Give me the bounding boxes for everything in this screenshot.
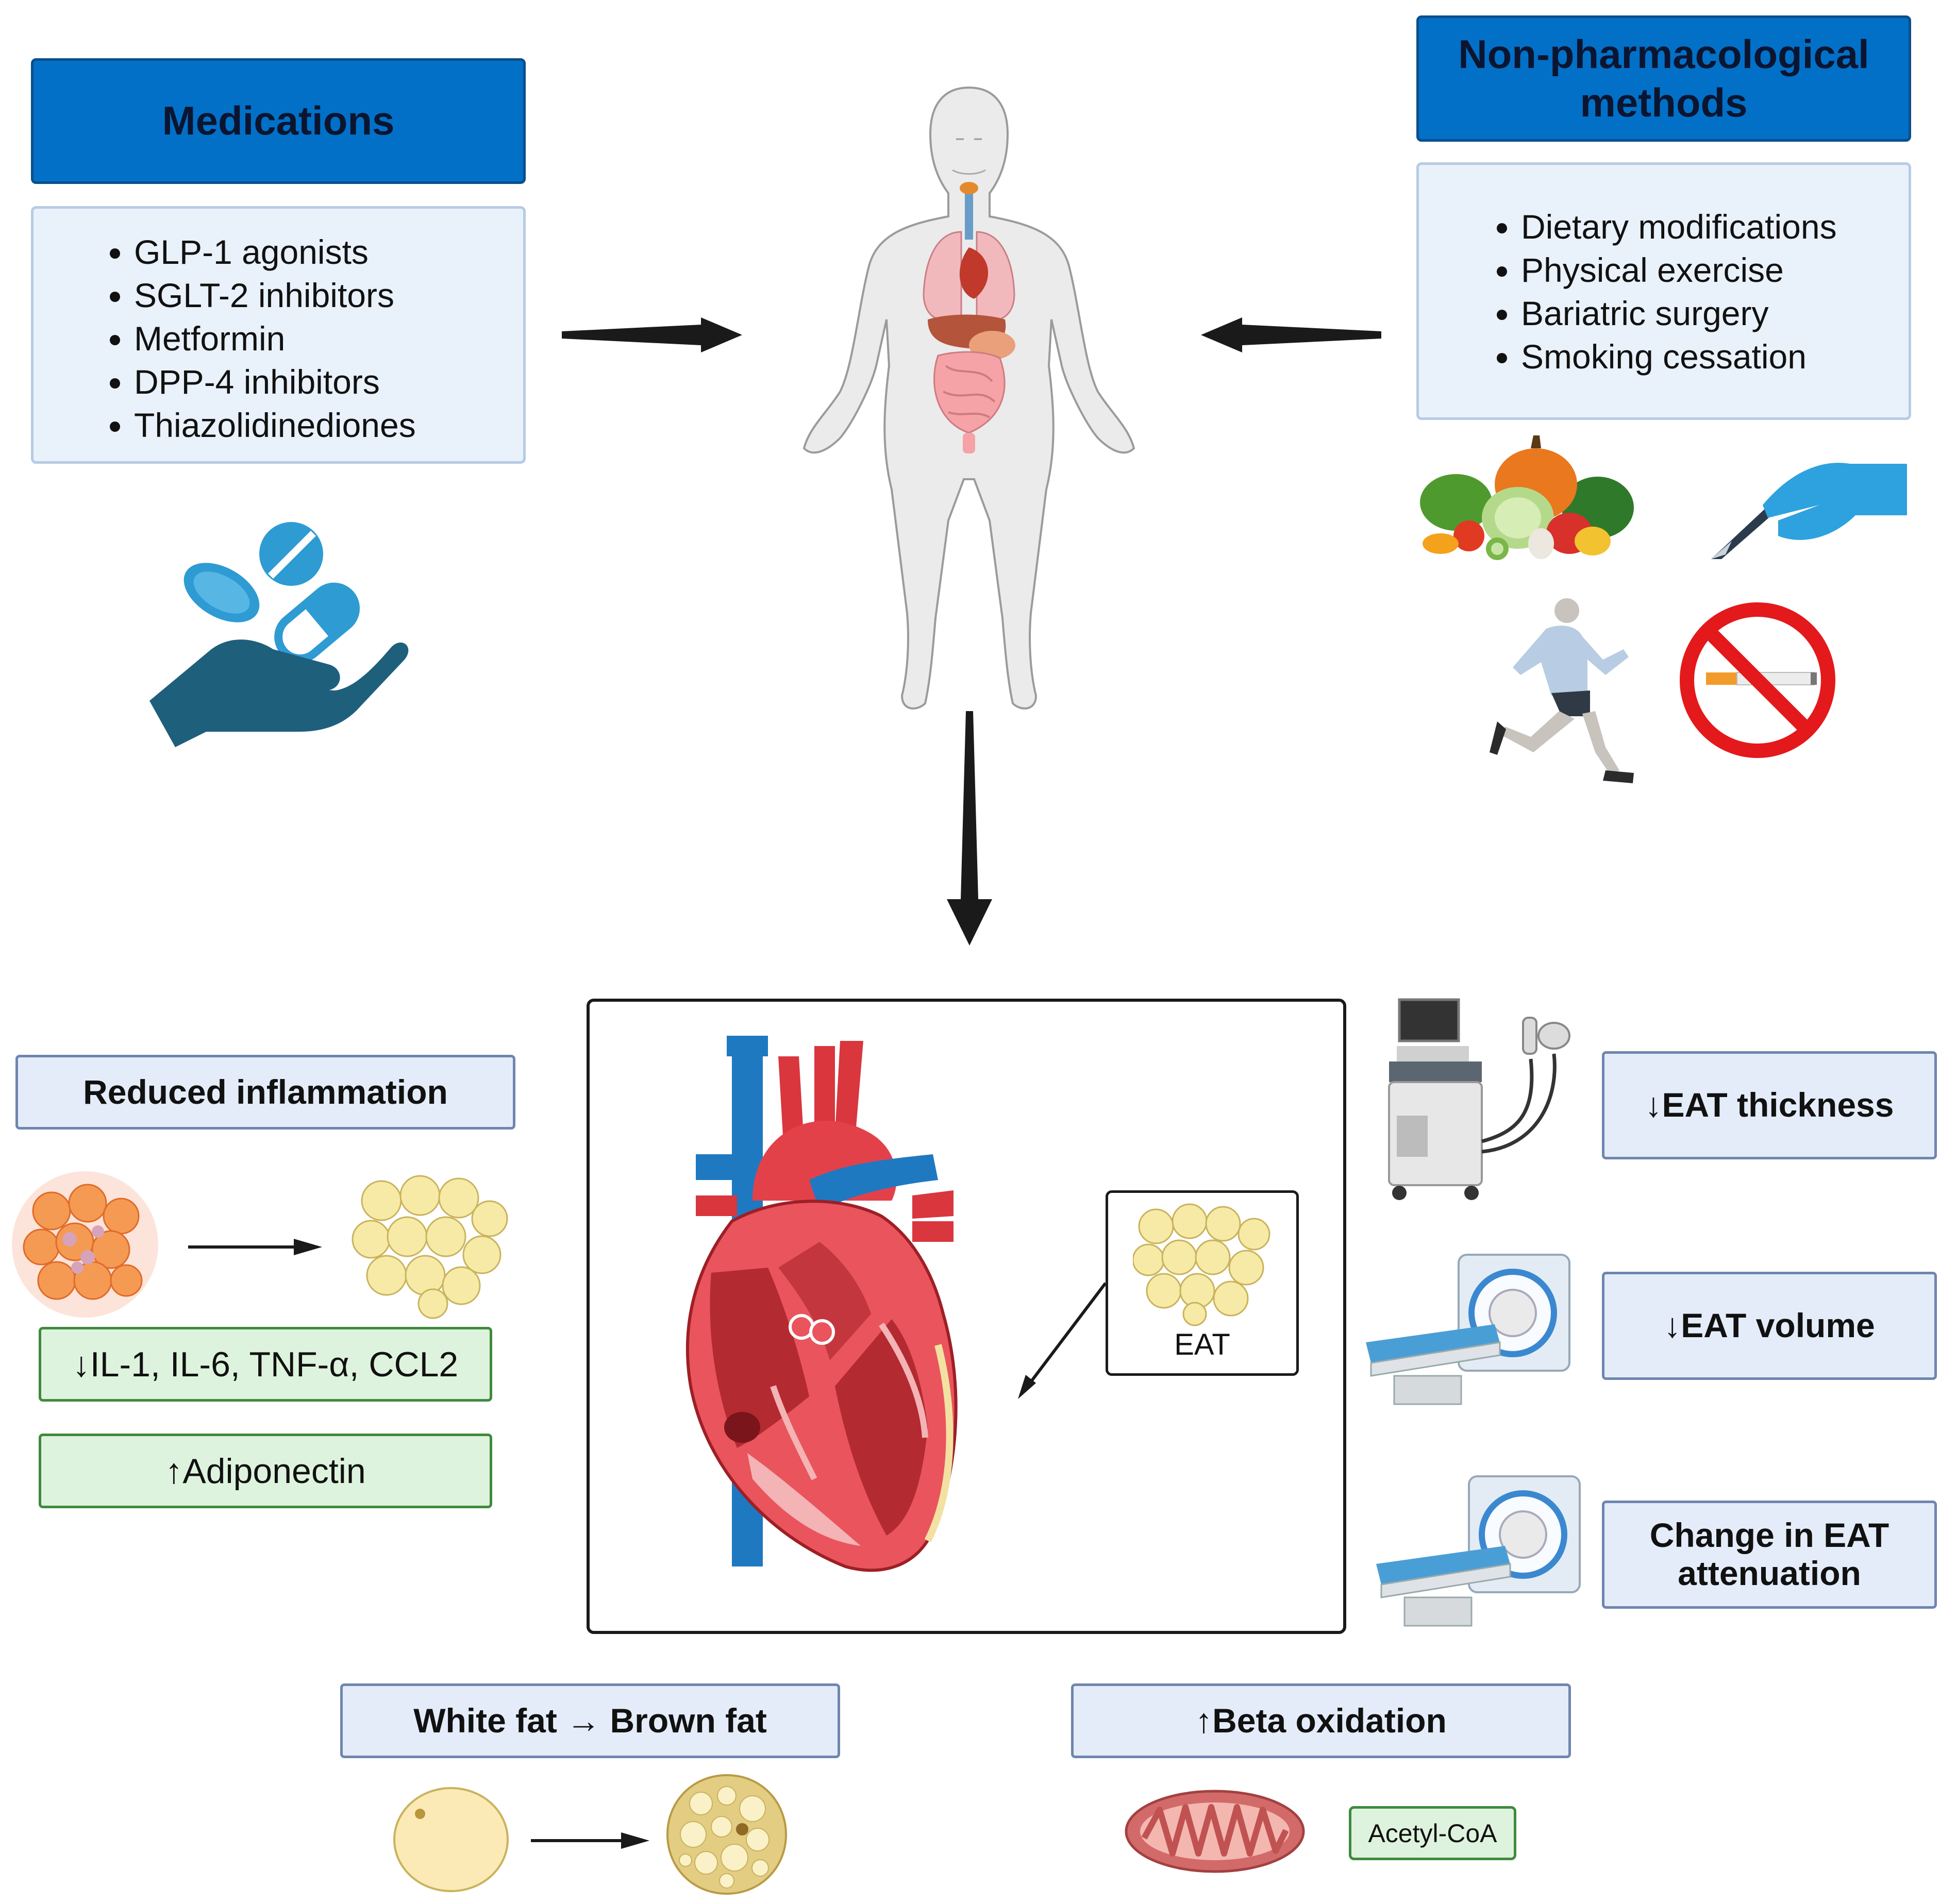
mri-scanner-icon bbox=[1376, 1475, 1581, 1627]
reduced-inflammation-text: Reduced inflammation bbox=[83, 1072, 448, 1111]
eat-thickness-label: ↓EAT thickness bbox=[1602, 1051, 1937, 1159]
healthy-fat-cells-icon bbox=[352, 1175, 508, 1319]
arrow-nonpharma-to-body bbox=[1201, 317, 1381, 352]
nonpharma-title-line1: Non-pharmacological bbox=[1458, 31, 1869, 77]
list-item: Smoking cessation bbox=[1521, 335, 1909, 378]
medications-title: Medications bbox=[162, 98, 395, 144]
ultrasound-machine-icon bbox=[1388, 998, 1570, 1200]
vegetables-icon bbox=[1420, 435, 1634, 560]
ct-scanner-icon bbox=[1366, 1254, 1570, 1405]
beta-oxidation-label: ↑Beta oxidation bbox=[1071, 1683, 1571, 1758]
arrow-inflamed-to-healthy-fat bbox=[188, 1239, 322, 1255]
heart-cross-section-icon bbox=[685, 1036, 958, 1572]
white-to-brown-fat-label: White fat → Brown fat bbox=[340, 1683, 840, 1758]
medications-header: Medications bbox=[31, 58, 526, 184]
list-item: Bariatric surgery bbox=[1521, 292, 1909, 335]
runner-icon bbox=[1490, 598, 1634, 783]
nonpharma-header: Non-pharmacological methods bbox=[1416, 15, 1911, 142]
eat-attenuation-label: Change in EAT attenuation bbox=[1602, 1501, 1937, 1609]
scalpel-hand-icon bbox=[1711, 463, 1907, 559]
list-item: SGLT-2 inhibitors bbox=[134, 274, 523, 317]
eat-label: EAT bbox=[1174, 1328, 1230, 1361]
list-item: Physical exercise bbox=[1521, 248, 1909, 292]
pills-in-hand-icon bbox=[149, 522, 409, 747]
fat-cells-icon bbox=[1133, 1203, 1270, 1326]
mitochondrion-icon bbox=[1125, 1790, 1305, 1873]
eat-callout-box: EAT bbox=[1106, 1190, 1299, 1376]
eat-attenuation-line1: Change in EAT bbox=[1649, 1516, 1889, 1555]
acetyl-coa-text: Acetyl-CoA bbox=[1368, 1818, 1497, 1848]
reduced-inflammation-label: Reduced inflammation bbox=[15, 1055, 515, 1130]
cytokines-text: ↓IL-1, IL-6, TNF-α, CCL2 bbox=[72, 1344, 459, 1384]
medications-list: GLP-1 agonists SGLT-2 inhibitors Metform… bbox=[34, 230, 523, 447]
white-to-brown-fat-text: White fat → Brown fat bbox=[413, 1701, 767, 1740]
medications-list-box: GLP-1 agonists SGLT-2 inhibitors Metform… bbox=[31, 206, 526, 464]
white-fat-cell-icon bbox=[393, 1787, 509, 1892]
arrow-medications-to-body bbox=[562, 317, 742, 352]
list-item: Metformin bbox=[134, 317, 523, 360]
cytokines-label: ↓IL-1, IL-6, TNF-α, CCL2 bbox=[39, 1327, 492, 1402]
eat-volume-text: ↓EAT volume bbox=[1664, 1306, 1875, 1345]
nonpharma-list: Dietary modifications Physical exercise … bbox=[1419, 205, 1909, 378]
eat-attenuation-line2: attenuation bbox=[1678, 1554, 1861, 1592]
human-body-organs-icon bbox=[802, 86, 1135, 710]
list-item: GLP-1 agonists bbox=[134, 230, 523, 274]
list-item: DPP-4 inhibitors bbox=[134, 360, 523, 403]
acetyl-coa-label: Acetyl-CoA bbox=[1349, 1806, 1516, 1860]
arrow-body-to-heart bbox=[947, 711, 992, 946]
eat-thickness-text: ↓EAT thickness bbox=[1645, 1086, 1894, 1124]
adiponectin-label: ↑Adiponectin bbox=[39, 1434, 492, 1508]
nonpharma-title-line2: methods bbox=[1580, 79, 1748, 125]
eat-volume-label: ↓EAT volume bbox=[1602, 1272, 1937, 1380]
list-item: Dietary modifications bbox=[1521, 205, 1909, 248]
no-smoking-icon bbox=[1680, 602, 1835, 758]
arrow-white-to-brown-fat bbox=[531, 1832, 649, 1849]
brown-fat-cell-icon bbox=[666, 1774, 788, 1895]
nonpharma-list-box: Dietary modifications Physical exercise … bbox=[1416, 162, 1911, 420]
beta-oxidation-text: ↑Beta oxidation bbox=[1195, 1701, 1447, 1740]
list-item: Thiazolidinediones bbox=[134, 403, 523, 447]
adiponectin-text: ↑Adiponectin bbox=[165, 1451, 366, 1491]
inflamed-fat-cells-icon bbox=[12, 1171, 158, 1318]
